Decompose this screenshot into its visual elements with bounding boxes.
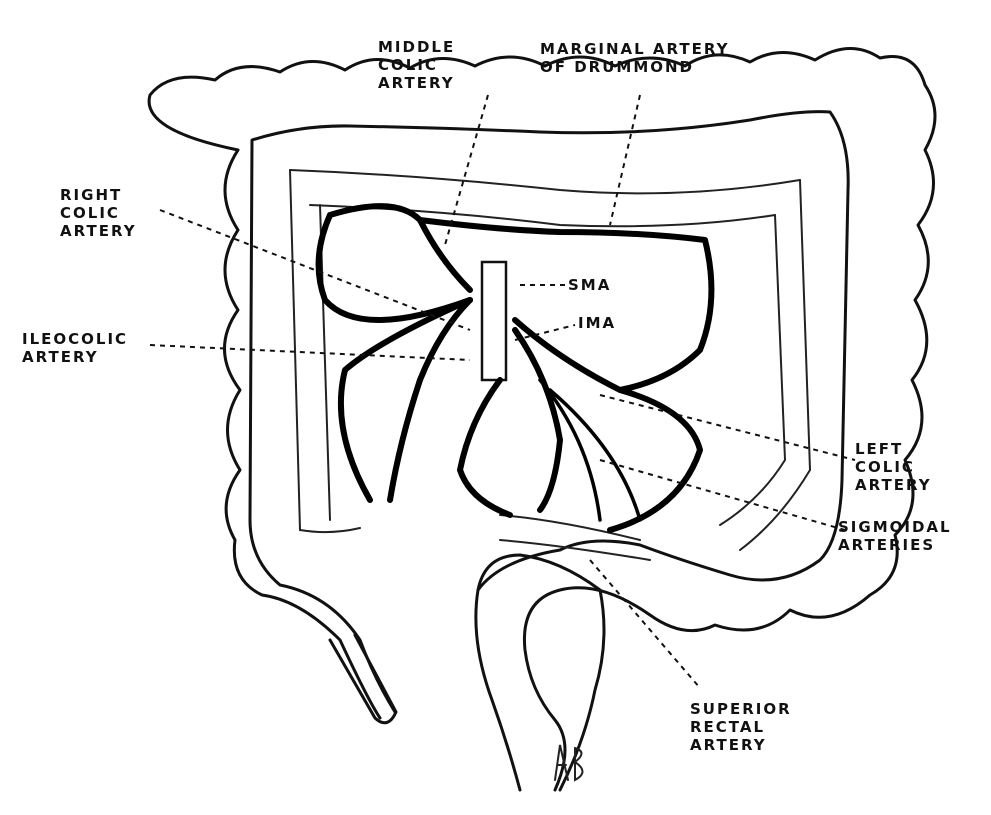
- label-sigmoidal-arteries: SIGMOIDAL ARTERIES: [838, 518, 952, 554]
- label-middle-colic-artery: MIDDLE COLIC ARTERY: [378, 38, 455, 92]
- label-left-colic-artery: LEFT COLIC ARTERY: [855, 440, 932, 494]
- rectum-outline: [478, 555, 604, 790]
- label-ima: IMA: [578, 314, 616, 332]
- artery-network: [319, 206, 712, 530]
- appendix-outline: [330, 635, 396, 723]
- aorta-block: [482, 262, 506, 380]
- label-sma: SMA: [568, 276, 611, 294]
- label-right-colic-artery: RIGHT COLIC ARTERY: [60, 186, 137, 240]
- colon-outline: [149, 48, 935, 790]
- label-marginal-artery: MARGINAL ARTERY OF DRUMMOND: [540, 40, 729, 76]
- label-superior-rectal-artery: SUPERIOR RECTAL ARTERY: [690, 700, 792, 754]
- label-ileocolic-artery: ILEOCOLIC ARTERY: [22, 330, 128, 366]
